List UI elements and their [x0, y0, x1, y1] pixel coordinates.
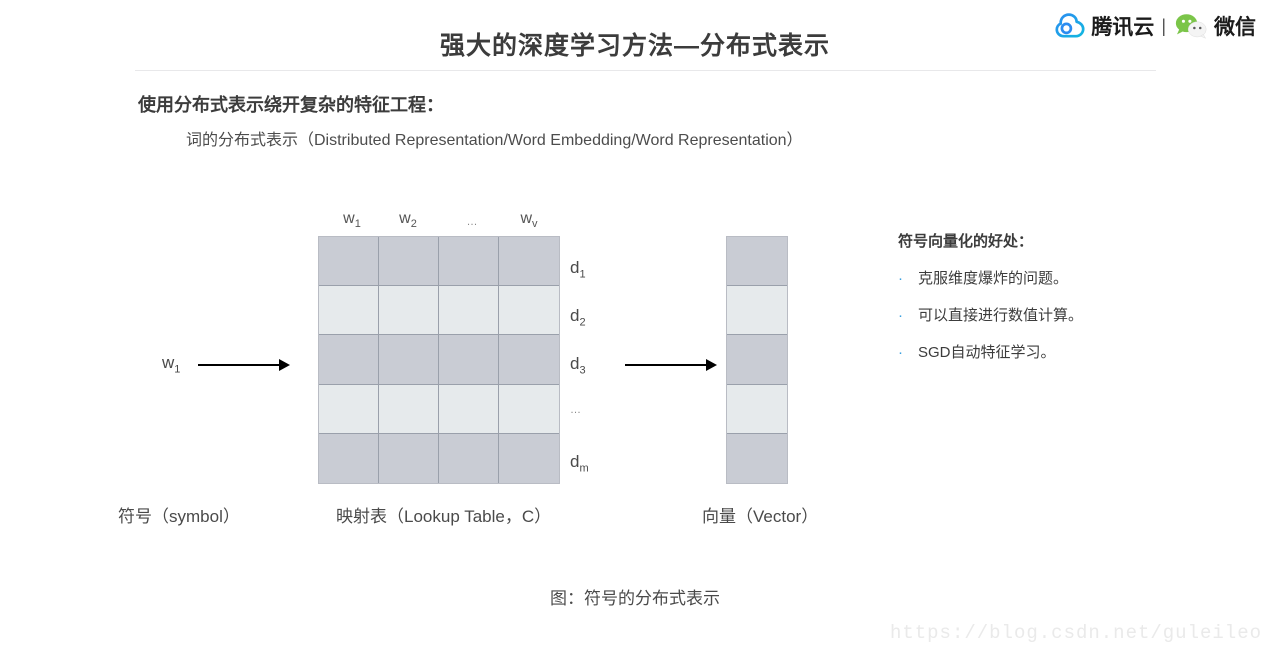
row-label-d2: d2 — [570, 306, 586, 329]
figure-caption: 图：符号的分布式表示 — [550, 589, 720, 608]
vector-cell — [727, 433, 787, 483]
brand-separator: | — [1161, 15, 1166, 36]
tencent-cloud-icon — [1055, 11, 1085, 41]
benefit-text: 可以直接进行数值计算。 — [918, 307, 1084, 324]
table-cell — [439, 286, 499, 336]
table-cell — [439, 384, 499, 434]
section-subline: 词的分布式表示（Distributed Representation/Word … — [186, 132, 803, 149]
caption-vector: 向量（Vector） — [702, 507, 819, 526]
lookup-table-grid — [318, 236, 560, 484]
column-header-w1: w1 — [343, 210, 361, 231]
list-item: · SGD自动特征学习。 — [898, 341, 1083, 362]
column-header-wv: wv — [520, 210, 538, 231]
caption-symbol: 符号（symbol） — [118, 507, 240, 526]
caption-lookup-table: 映射表（Lookup Table，C） — [336, 507, 552, 526]
bullet-icon: · — [898, 270, 903, 287]
table-cell — [499, 433, 559, 483]
watermark: https://blog.csdn.net/guleileo — [889, 622, 1262, 644]
column-header-ellipsis: … — [466, 216, 478, 228]
table-cell — [439, 433, 499, 483]
input-symbol-label: w1 — [162, 353, 181, 376]
table-cell — [319, 335, 379, 385]
list-item: · 可以直接进行数值计算。 — [898, 304, 1083, 325]
row-label-ellipsis: … — [570, 404, 581, 416]
arrow-right-icon — [198, 358, 290, 372]
brand-wechat-label: 微信 — [1214, 16, 1256, 39]
arrow-right-icon — [625, 358, 717, 372]
brand-cluster: 腾讯云 | 微信 — [1055, 11, 1256, 41]
vector-cell — [727, 384, 787, 434]
benefit-text: 克服维度爆炸的问题。 — [918, 270, 1069, 287]
vector-cell — [727, 335, 787, 385]
table-cell — [379, 433, 439, 483]
brand-tencent-label: 腾讯云 — [1091, 16, 1155, 39]
table-cell — [319, 286, 379, 336]
table-cell — [499, 286, 559, 336]
row-label-dm: dm — [570, 452, 589, 475]
column-header-w2: w2 — [399, 210, 417, 231]
vector-cell — [727, 286, 787, 336]
bullet-icon: · — [898, 344, 903, 361]
wechat-icon — [1174, 12, 1208, 40]
table-cell — [439, 237, 499, 287]
benefits-panel: 符号向量化的好处： · 克服维度爆炸的问题。 · 可以直接进行数值计算。 · S… — [898, 230, 1083, 378]
table-cell — [379, 384, 439, 434]
header-divider — [135, 70, 1156, 71]
table-cell — [379, 237, 439, 287]
row-label-d3: d3 — [570, 354, 586, 377]
table-cell — [319, 384, 379, 434]
bullet-icon: · — [898, 307, 903, 324]
table-cell — [319, 237, 379, 287]
table-cell — [379, 335, 439, 385]
row-label-d1: d1 — [570, 258, 586, 281]
section-heading: 使用分布式表示绕开复杂的特征工程： — [138, 95, 444, 115]
list-item: · 克服维度爆炸的问题。 — [898, 267, 1083, 288]
page-title: 强大的深度学习方法—分布式表示 — [439, 32, 830, 60]
table-cell — [499, 335, 559, 385]
benefits-title: 符号向量化的好处： — [898, 233, 1034, 250]
benefit-text: SGD自动特征学习。 — [918, 344, 1056, 361]
table-cell — [319, 433, 379, 483]
table-cell — [439, 335, 499, 385]
vector-column — [726, 236, 788, 484]
table-cell — [499, 384, 559, 434]
table-cell — [379, 286, 439, 336]
vector-cell — [727, 237, 787, 287]
table-cell — [499, 237, 559, 287]
